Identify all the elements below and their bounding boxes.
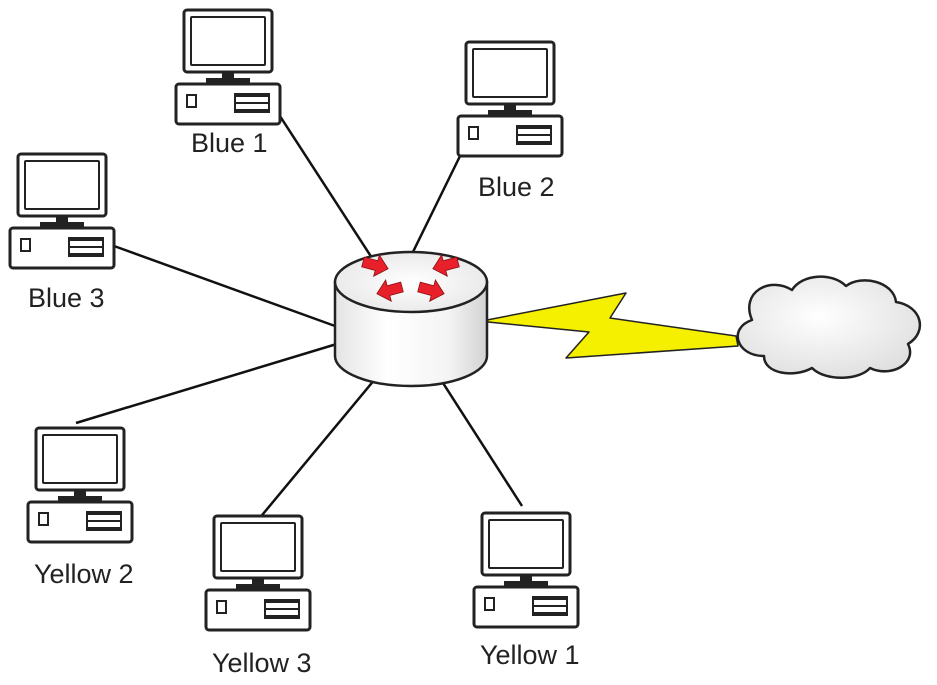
link-yellow2 <box>75 341 341 425</box>
label-yellow2: Yellow 2 <box>34 559 134 589</box>
computer-yellow3-icon <box>204 514 312 632</box>
computer-yellow1-icon <box>472 511 580 629</box>
label-blue1: Blue 1 <box>191 128 268 158</box>
link-blue1 <box>274 109 374 259</box>
wan-lightning-link <box>486 292 739 359</box>
computer-blue3-icon <box>8 152 116 270</box>
link-blue3 <box>113 244 336 328</box>
router-icon <box>333 250 489 388</box>
computer-blue2-icon <box>456 40 564 158</box>
label-yellow3: Yellow 3 <box>212 648 312 678</box>
label-blue2: Blue 2 <box>478 172 555 202</box>
computer-yellow2-icon <box>26 426 134 544</box>
internet-cloud-icon <box>736 275 922 379</box>
computer-blue1-icon <box>174 8 282 126</box>
link-blue2 <box>408 151 464 259</box>
label-yellow1: Yellow 1 <box>480 640 580 670</box>
label-blue3: Blue 3 <box>28 283 105 313</box>
